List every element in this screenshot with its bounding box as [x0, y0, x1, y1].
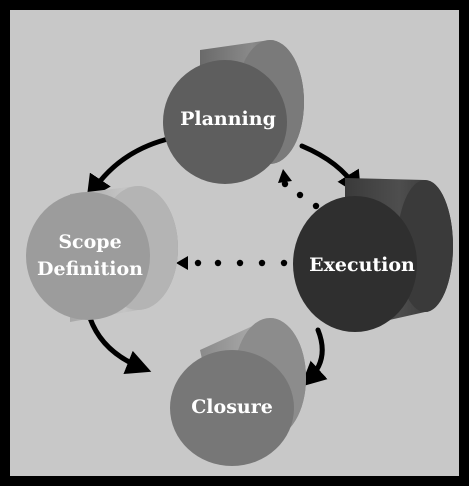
dotted-arrow-execution-to-scope — [176, 256, 288, 270]
arrow-execution-to-closure — [300, 327, 328, 387]
node-closure-label: Closure — [191, 396, 273, 418]
dotted-arrow-execution-to-planning — [278, 169, 320, 210]
node-planning-label: Planning — [180, 108, 276, 130]
node-execution-label: Execution — [309, 254, 415, 276]
node-closure: Closure — [170, 318, 306, 466]
node-planning: Planning — [163, 40, 304, 184]
node-scope-label-line2: Definition — [37, 258, 143, 280]
node-scope-label-line1: Scope — [58, 231, 121, 253]
arrow-planning-to-scope — [86, 135, 175, 201]
node-execution: Execution — [293, 178, 453, 332]
arrow-scope-to-closure — [87, 315, 152, 375]
node-scope-definition: Scope Definition — [26, 186, 178, 322]
